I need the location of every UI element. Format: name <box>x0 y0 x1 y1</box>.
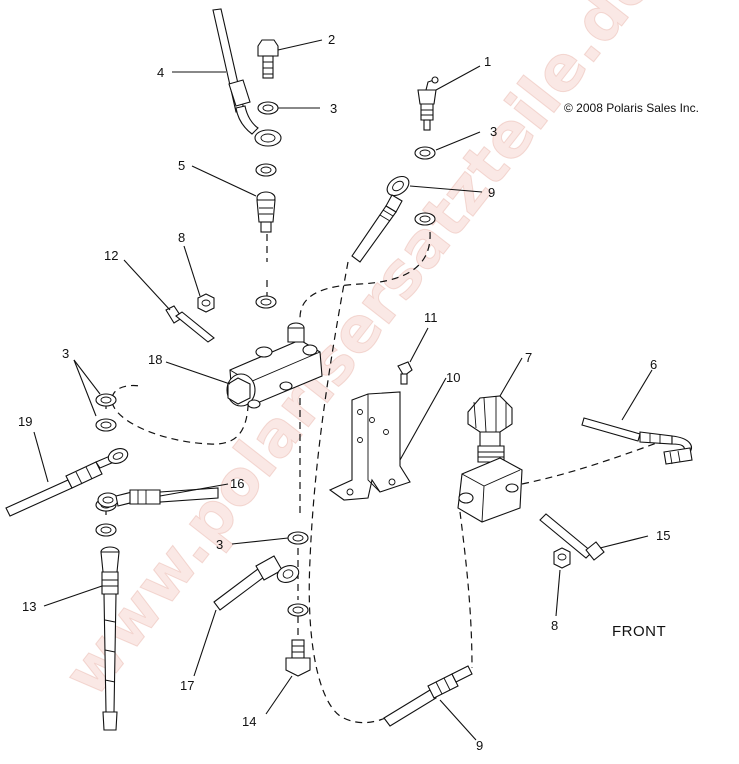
callout-8-a: 8 <box>178 230 185 245</box>
part-11-screw <box>397 361 413 385</box>
part-14-banjo-bolt <box>285 639 311 677</box>
callout-13: 13 <box>22 599 36 614</box>
callout-11: 11 <box>424 310 438 325</box>
part-9-upper-brake-line <box>351 175 410 263</box>
part-15-bolt <box>539 513 605 561</box>
callout-labels: 1 2 4 3 3 5 9 8 12 11 10 7 6 3 18 19 16 … <box>18 32 670 753</box>
callout-18: 18 <box>148 352 162 367</box>
part-5-banjo-fitting <box>256 191 276 233</box>
callout-7: 7 <box>525 350 532 365</box>
callout-3-a: 3 <box>330 101 337 116</box>
callout-10: 10 <box>446 370 460 385</box>
callout-14: 14 <box>242 714 256 729</box>
callout-5: 5 <box>178 158 185 173</box>
callout-6: 6 <box>650 357 657 372</box>
part-17-brake-line <box>213 555 300 611</box>
part-7-adjuster-valve <box>457 395 523 523</box>
part-16-brake-line <box>97 487 219 508</box>
callout-1: 1 <box>484 54 491 69</box>
part-13-brake-hose <box>100 546 120 731</box>
part-4-brake-line <box>212 8 282 147</box>
part-12-bolt <box>165 305 215 343</box>
callout-9-b: 9 <box>476 738 483 753</box>
callout-16: 16 <box>230 476 244 491</box>
part-1-switch <box>417 76 439 131</box>
part-8-lower-nut <box>553 547 571 569</box>
part-10-bracket <box>328 391 411 501</box>
callout-9-a: 9 <box>488 185 495 200</box>
part-3-washers <box>95 101 436 617</box>
leader-lines <box>33 39 653 741</box>
callout-4: 4 <box>157 65 164 80</box>
part-18-valve-block <box>226 322 323 409</box>
callout-19: 19 <box>18 414 32 429</box>
callout-17: 17 <box>180 678 194 693</box>
callout-8-b: 8 <box>551 618 558 633</box>
callout-3-d: 3 <box>216 537 223 552</box>
front-orientation-label: FRONT <box>612 623 666 640</box>
callout-12: 12 <box>104 248 118 263</box>
copyright-notice: © 2008 Polaris Sales Inc. <box>564 101 699 115</box>
callout-2: 2 <box>328 32 335 47</box>
callout-3-b: 3 <box>490 124 497 139</box>
part-9-lower-brake-line <box>383 665 473 727</box>
part-6-brake-line <box>581 417 693 465</box>
part-2-banjo-bolt <box>257 39 279 79</box>
part-19-brake-line <box>5 448 129 517</box>
part-8-upper-nut <box>197 293 215 313</box>
callout-3-c: 3 <box>62 346 69 361</box>
callout-15: 15 <box>656 528 670 543</box>
